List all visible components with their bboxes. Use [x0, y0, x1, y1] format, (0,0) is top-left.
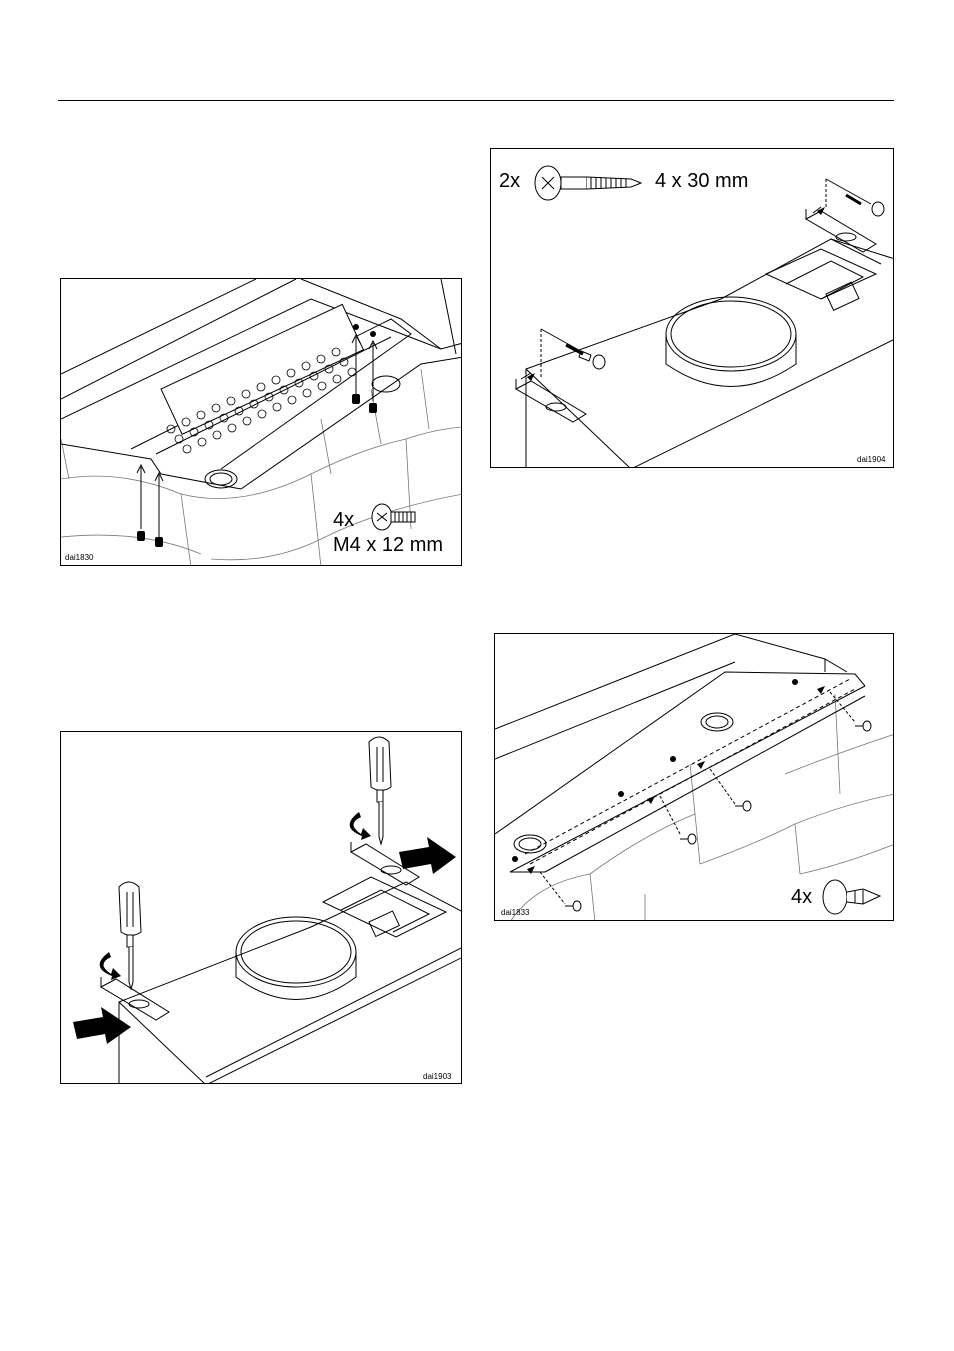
- screw-quantity: 2x: [499, 170, 520, 193]
- figure-code: dai1833: [501, 908, 529, 917]
- figure-code: dai1904: [857, 455, 885, 464]
- figure-dai1904: 2x 4 x 30 mm dai1904: [490, 148, 894, 468]
- figure-dai1830: 4x M4 x 12 mm dai1830: [60, 278, 462, 566]
- figure-dai1903: dai1903: [60, 731, 462, 1084]
- bracket-adjustment-illustration: [61, 732, 462, 1084]
- screw-icon: [372, 504, 415, 530]
- figure-code: dai1903: [423, 1072, 451, 1081]
- screw-quantity: 4x: [333, 509, 354, 532]
- hood-fixing-illustration: [495, 634, 894, 921]
- cap-quantity: 4x: [791, 886, 812, 909]
- header-rule: [58, 100, 894, 101]
- screw-spec: M4 x 12 mm: [333, 534, 443, 557]
- screw-cap-icon: [823, 880, 880, 914]
- hood-underside-illustration: [61, 279, 462, 566]
- screw-spec: 4 x 30 mm: [655, 170, 748, 193]
- figure-dai1833: 4x dai1833: [494, 633, 894, 921]
- figure-code: dai1830: [65, 553, 93, 562]
- wood-screw-icon: [535, 166, 641, 200]
- bracket-mounting-illustration: [491, 149, 894, 468]
- screwdriver-icon: [119, 737, 391, 989]
